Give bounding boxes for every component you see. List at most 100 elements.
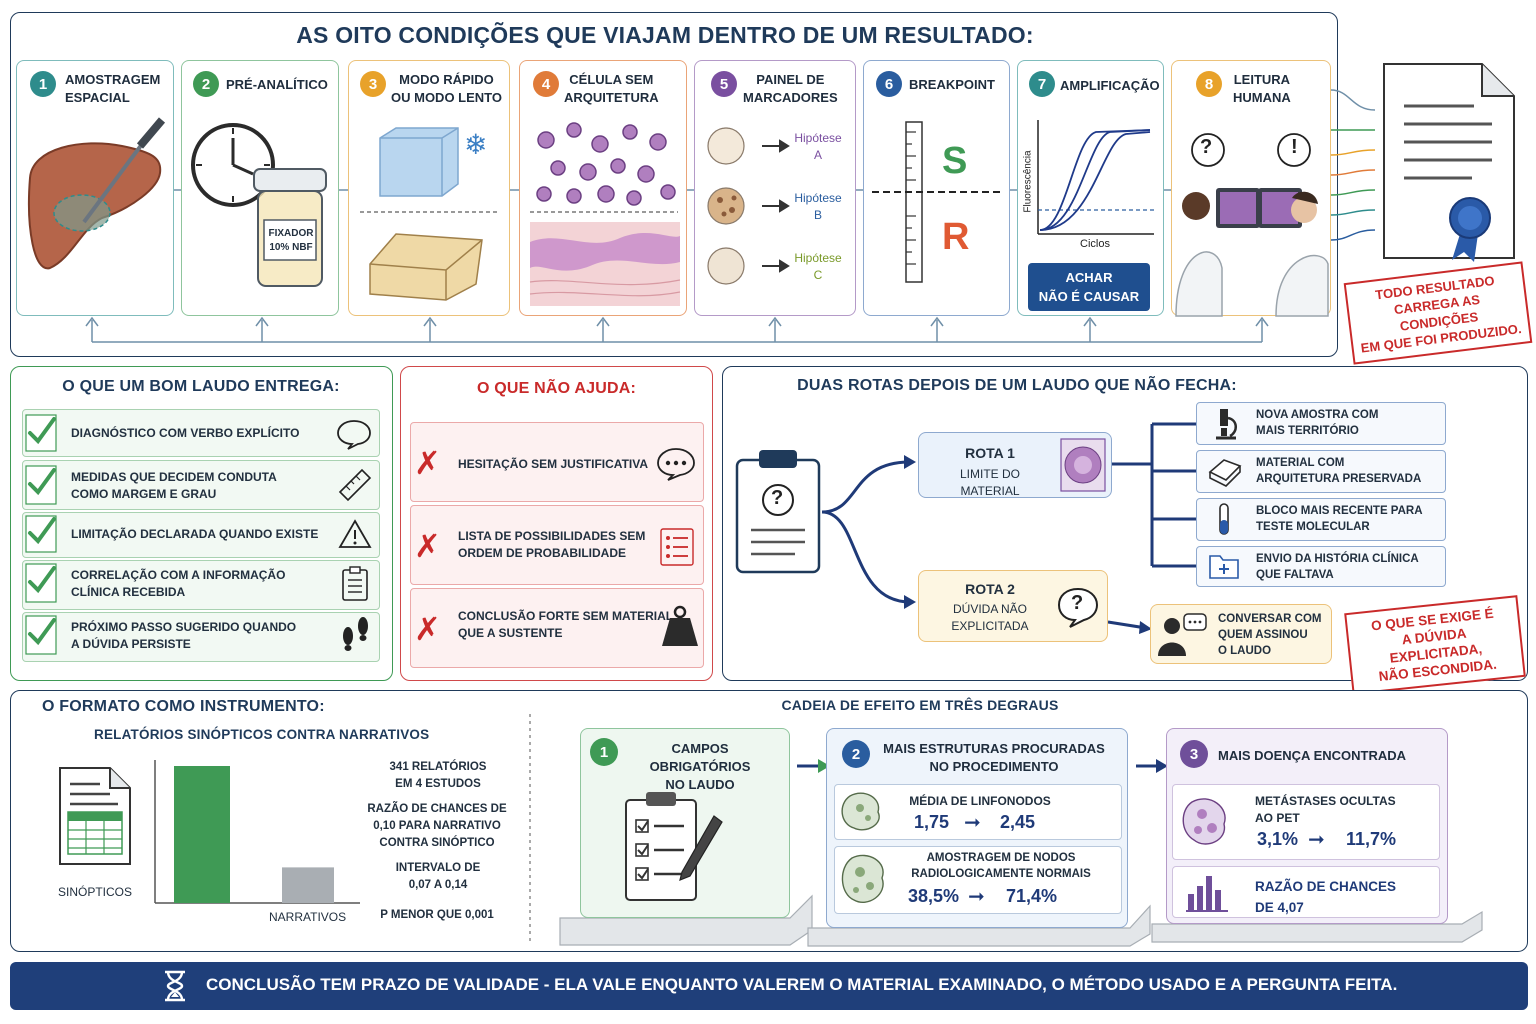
cadeia-number-1: 1 xyxy=(590,738,618,766)
cadeia-number-3: 3 xyxy=(1180,740,1208,768)
step-number-8: 8 xyxy=(1196,71,1222,97)
step-title-2: PRÉ-ANALÍTICO xyxy=(226,77,328,92)
step-number-3: 3 xyxy=(360,71,386,97)
metric-normal-nodes-label: AMOSTRAGEM DE NODOS RADIOLOGICAMENTE NOR… xyxy=(911,852,1091,880)
nao-ajuda-title: O QUE NÃO AJUDA: xyxy=(476,380,637,397)
hourglass-icon xyxy=(165,970,185,1002)
jar-label: FIXADOR 10% NBF xyxy=(268,228,314,253)
x-icon-1: ✗ xyxy=(414,445,441,481)
metric-lymph-nodes-to: 2,45 xyxy=(1000,812,1036,832)
breakpoint-ruler-icon xyxy=(872,121,1002,283)
arrow-icon-3: ➞ xyxy=(1308,829,1325,851)
question-bubble-glyph: ? xyxy=(1071,592,1084,614)
breakpoint-r-label: R xyxy=(942,216,970,258)
tissue-block-icon xyxy=(1208,459,1242,487)
metric-occult-to: 11,7% xyxy=(1346,829,1397,849)
formato-divider xyxy=(529,714,531,944)
x-icon-2: ✗ xyxy=(414,528,441,564)
footer-text: CONCLUSÃO TEM PRAZO DE VALIDADE - ELA VA… xyxy=(206,975,1398,994)
snowflake-icon: ❄ xyxy=(464,129,488,160)
bom-laudo-title: O QUE UM BOM LAUDO ENTREGA: xyxy=(62,378,340,395)
frozen-section-icon xyxy=(379,127,459,197)
question-bubble-icon xyxy=(1057,587,1099,628)
step-number-2: 2 xyxy=(193,71,219,97)
hypothesis-b: Hipótese B xyxy=(794,191,842,222)
option-text-4: ENVIO DA HISTÓRIA CLÍNICA QUE FALTAVA xyxy=(1256,553,1419,581)
nodes-sample-icon xyxy=(841,854,884,903)
step-title-8: LEITURA HUMANA xyxy=(1233,72,1291,105)
duas-rotas-title: DUAS ROTAS DEPOIS DE UM LAUDO QUE NÃO FE… xyxy=(797,377,1237,394)
cadeia-step-2-text: MAIS ESTRUTURAS PROCURADAS NO PROCEDIMEN… xyxy=(883,741,1105,774)
option-2 xyxy=(1196,450,1446,493)
step-number-5: 5 xyxy=(711,71,737,97)
synoptic-doc-icon xyxy=(59,767,131,865)
eight-conditions-title: AS OITO CONDIÇÕES QUE VIAJAM DENTRO DE U… xyxy=(296,22,1034,48)
bom-text-3: LIMITAÇÃO DECLARADA QUANDO EXISTE xyxy=(71,527,319,541)
hypothesis-c: Hipótese C xyxy=(794,251,842,282)
paraffin-block-icon xyxy=(369,233,483,301)
certified-document-icon xyxy=(1383,63,1515,262)
x-label-narrativos: NARRATIVOS xyxy=(269,910,347,924)
marker-panel-icon xyxy=(707,127,790,285)
liver-biopsy-icon xyxy=(27,117,166,270)
stat-3: INTERVALO DE 0,07 A 0,14 xyxy=(395,862,481,891)
test-tube-icon xyxy=(1219,503,1229,535)
step-title-1: AMOSTRAGEM ESPACIAL xyxy=(65,72,161,105)
achar-badge: ACHAR NÃO É CAUSAR xyxy=(1028,263,1150,311)
rota-2-title: ROTA 2 xyxy=(965,581,1015,597)
step-number-6: 6 xyxy=(876,71,902,97)
warning-icon xyxy=(338,519,372,548)
tissue-sample-icon xyxy=(1060,438,1106,492)
formato-subtitle: RELATÓRIOS SINÓPTICOS CONTRA NARRATIVOS xyxy=(94,727,430,742)
bom-item-2 xyxy=(22,460,380,510)
conversar-text: CONVERSAR COM QUEM ASSINOU O LAUDO xyxy=(1218,613,1322,657)
rota-1-sub: LIMITE DO MATERIAL xyxy=(959,467,1020,498)
fixative-jar-icon xyxy=(253,168,327,287)
tissue-architecture-icon xyxy=(529,222,681,306)
list-icon xyxy=(660,528,694,566)
bom-item-3 xyxy=(22,512,380,558)
exclamation-glyph: ! xyxy=(1291,136,1298,158)
bom-text-5: PRÓXIMO PASSO SUGERIDO QUANDO A DÚVIDA P… xyxy=(71,620,297,651)
weight-icon xyxy=(662,605,698,646)
metastasis-cell-icon xyxy=(1182,798,1226,845)
metric-occult-metastases xyxy=(1172,784,1440,860)
metric-occult-metastases-label: METÁSTASES OCULTAS AO PET xyxy=(1255,794,1396,825)
metric-lymph-nodes-label: MÉDIA DE LINFONODOS xyxy=(909,794,1051,808)
bar-chart-icon xyxy=(1186,876,1228,912)
stat-1: 341 RELATÓRIOS EM 4 ESTUDOS xyxy=(389,761,487,790)
step-number-4: 4 xyxy=(533,71,559,97)
speech-bubble-icon xyxy=(337,420,371,450)
metric-odds-ratio-label: RAZÃO DE CHANCES DE 4,07 xyxy=(1255,879,1397,915)
divider-dashed xyxy=(360,211,500,213)
cadeia-number-2: 2 xyxy=(842,740,870,768)
option-1 xyxy=(1196,402,1446,445)
step-number-1: 1 xyxy=(30,71,56,97)
stat-4: p MENOR QUE 0,001 xyxy=(380,909,494,921)
option-text-2: MATERIAL COM ARQUITETURA PRESERVADA xyxy=(1256,457,1422,485)
metric-normal-nodes-to: 71,4% xyxy=(1006,886,1058,906)
step-title-3: MODO RÁPIDO OU MODO LENTO xyxy=(391,72,502,105)
lymph-node-icon xyxy=(841,792,880,831)
nao-text-2: LISTA DE POSSIBILIDADES SEM ORDEM DE PRO… xyxy=(458,529,646,560)
stat-2: RAZÃO DE CHANCES DE 0,10 PARA NARRATIVO … xyxy=(367,803,507,849)
clipboard-question-icon xyxy=(735,450,821,574)
x-label-sinopticos: SINÓPTICOS xyxy=(58,885,133,899)
footsteps-icon xyxy=(343,617,368,651)
metric-lymph-nodes-from: 1,75 xyxy=(914,812,950,832)
synoptic-vs-narrative-chart xyxy=(154,760,360,904)
cadeia-step-3-text: MAIS DOENÇA ENCONTRADA xyxy=(1218,748,1407,763)
microscope-icon xyxy=(1216,409,1237,440)
x-icon-3: ✗ xyxy=(414,611,441,647)
bom-text-4: CORRELAÇÃO COM A INFORMAÇÃO CLÍNICA RECE… xyxy=(71,568,286,599)
bar-sinópticos xyxy=(174,766,230,903)
checklist-pen-icon xyxy=(625,792,723,901)
bom-text-2: MEDIDAS QUE DECIDEM CONDUTA COMO MARGEM … xyxy=(71,470,277,501)
clipboard-list-icon xyxy=(342,566,368,601)
step-title-4: CÉLULA SEM ARQUITETURA xyxy=(564,72,659,105)
cadeia-step-1-text: CAMPOS OBRIGATÓRIOS NO LAUDO xyxy=(649,741,751,792)
ellipsis-bubble-icon xyxy=(657,448,695,481)
hypothesis-a: Hipótese A xyxy=(794,131,842,162)
metric-lymph-nodes xyxy=(834,784,1122,840)
